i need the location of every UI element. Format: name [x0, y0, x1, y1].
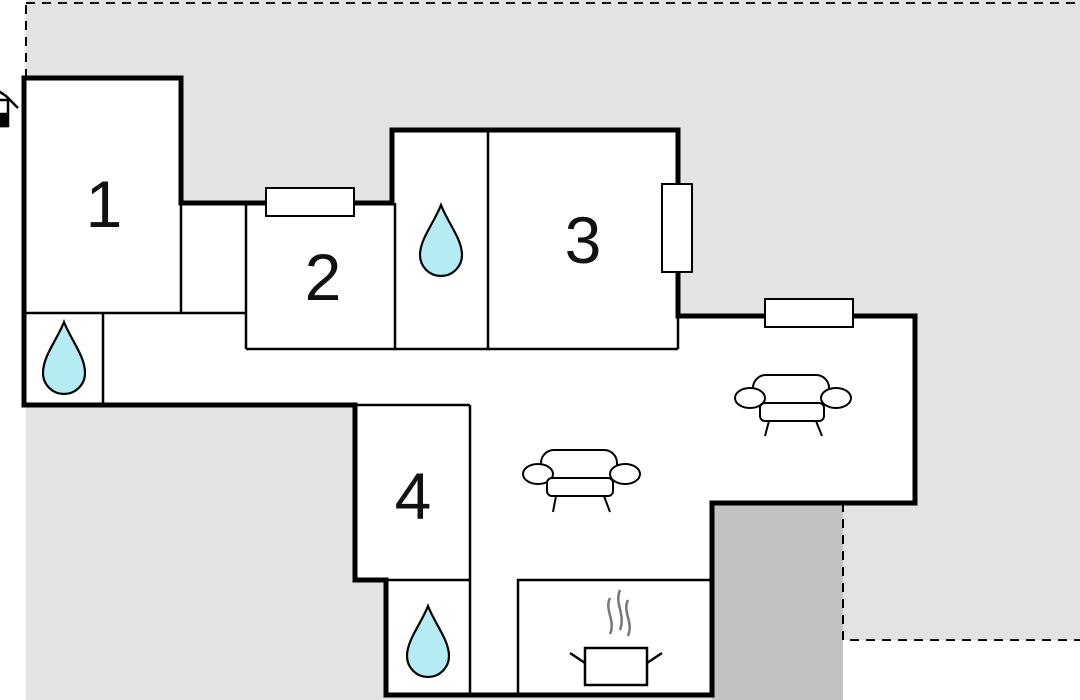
interior-partitions	[24, 130, 712, 695]
window	[661, 183, 693, 273]
water-drop-icon	[418, 201, 464, 278]
plot-boundary	[25, 0, 1080, 641]
room-number: 4	[395, 459, 432, 533]
water-drop-icon	[41, 318, 87, 396]
terrace-area	[712, 503, 843, 700]
house-entrance-icon	[0, 90, 19, 128]
window	[265, 187, 355, 217]
cooking-pot-icon	[569, 589, 663, 687]
room-number: 3	[565, 203, 602, 277]
sofa-icon	[734, 374, 852, 437]
outside-area	[0, 380, 26, 700]
room-number: 2	[305, 240, 342, 314]
sofa-icon	[522, 449, 641, 513]
room-number: 1	[86, 167, 123, 241]
window	[764, 298, 854, 328]
water-drop-icon	[405, 602, 451, 679]
